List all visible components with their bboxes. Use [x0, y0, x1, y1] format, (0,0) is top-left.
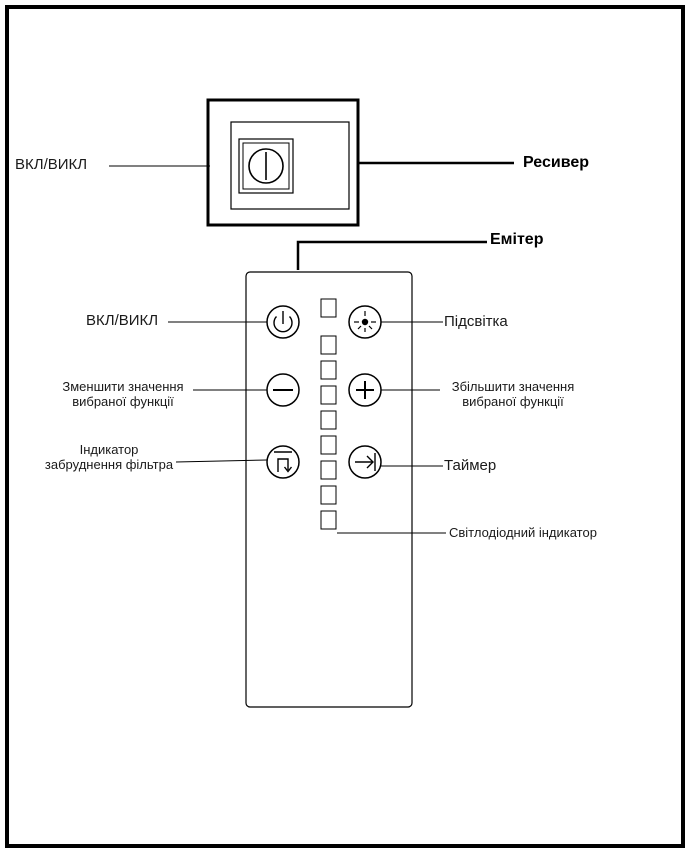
timer-button[interactable]	[348, 445, 382, 479]
power-button-label: ВКЛ/ВИКЛ	[86, 312, 159, 329]
power-icon	[273, 316, 293, 333]
light-button-label: Підсвітка	[444, 313, 508, 330]
led-indicator	[320, 385, 337, 405]
plus-button[interactable]	[348, 373, 382, 407]
plus-label-line1: Збільшити значення	[451, 379, 575, 394]
plus-button-label: Збільшити значення вибраної функції	[438, 379, 588, 410]
receiver-power-switch[interactable]	[238, 138, 294, 194]
minus-label-line1: Зменшити значення	[62, 379, 184, 394]
timer-icon	[355, 453, 376, 471]
minus-button[interactable]	[266, 373, 300, 407]
emitter-title: Емітер	[490, 231, 544, 248]
led-indicator	[320, 485, 337, 505]
led-indicator	[320, 335, 337, 355]
receiver-title: Ресивер	[523, 154, 589, 171]
led-indicator	[320, 298, 337, 318]
receiver-power-label: ВКЛ/ВИКЛ	[15, 156, 88, 173]
filter-leader	[175, 459, 268, 463]
filter-reset-icon	[274, 451, 293, 473]
led-column	[320, 298, 337, 530]
filter-button[interactable]	[266, 445, 300, 479]
led-indicator-label: Світлодіодний індикатор	[449, 525, 597, 540]
minus-label-line2: вибраної функції	[72, 393, 174, 409]
led-indicator	[320, 435, 337, 455]
led-indicator	[320, 460, 337, 480]
light-button[interactable]	[348, 305, 382, 339]
minus-button-label: Зменшити значення вибраної функції	[52, 379, 194, 410]
filter-label-line1: Індикатор	[79, 442, 139, 457]
filter-label-line2: забруднення фільтра	[44, 456, 174, 472]
light-icon	[354, 311, 376, 332]
power-button[interactable]	[266, 305, 300, 339]
led-indicator	[320, 360, 337, 380]
emitter-leader	[296, 240, 487, 270]
timer-button-label: Таймер	[444, 457, 497, 474]
plus-icon	[356, 381, 374, 399]
filter-button-label: Індикатор забруднення фільтра	[24, 442, 194, 473]
led-indicator	[320, 510, 337, 530]
led-indicator	[320, 410, 337, 430]
receiver-unit	[206, 98, 360, 227]
plus-label-line2: вибраної функції	[462, 393, 564, 409]
